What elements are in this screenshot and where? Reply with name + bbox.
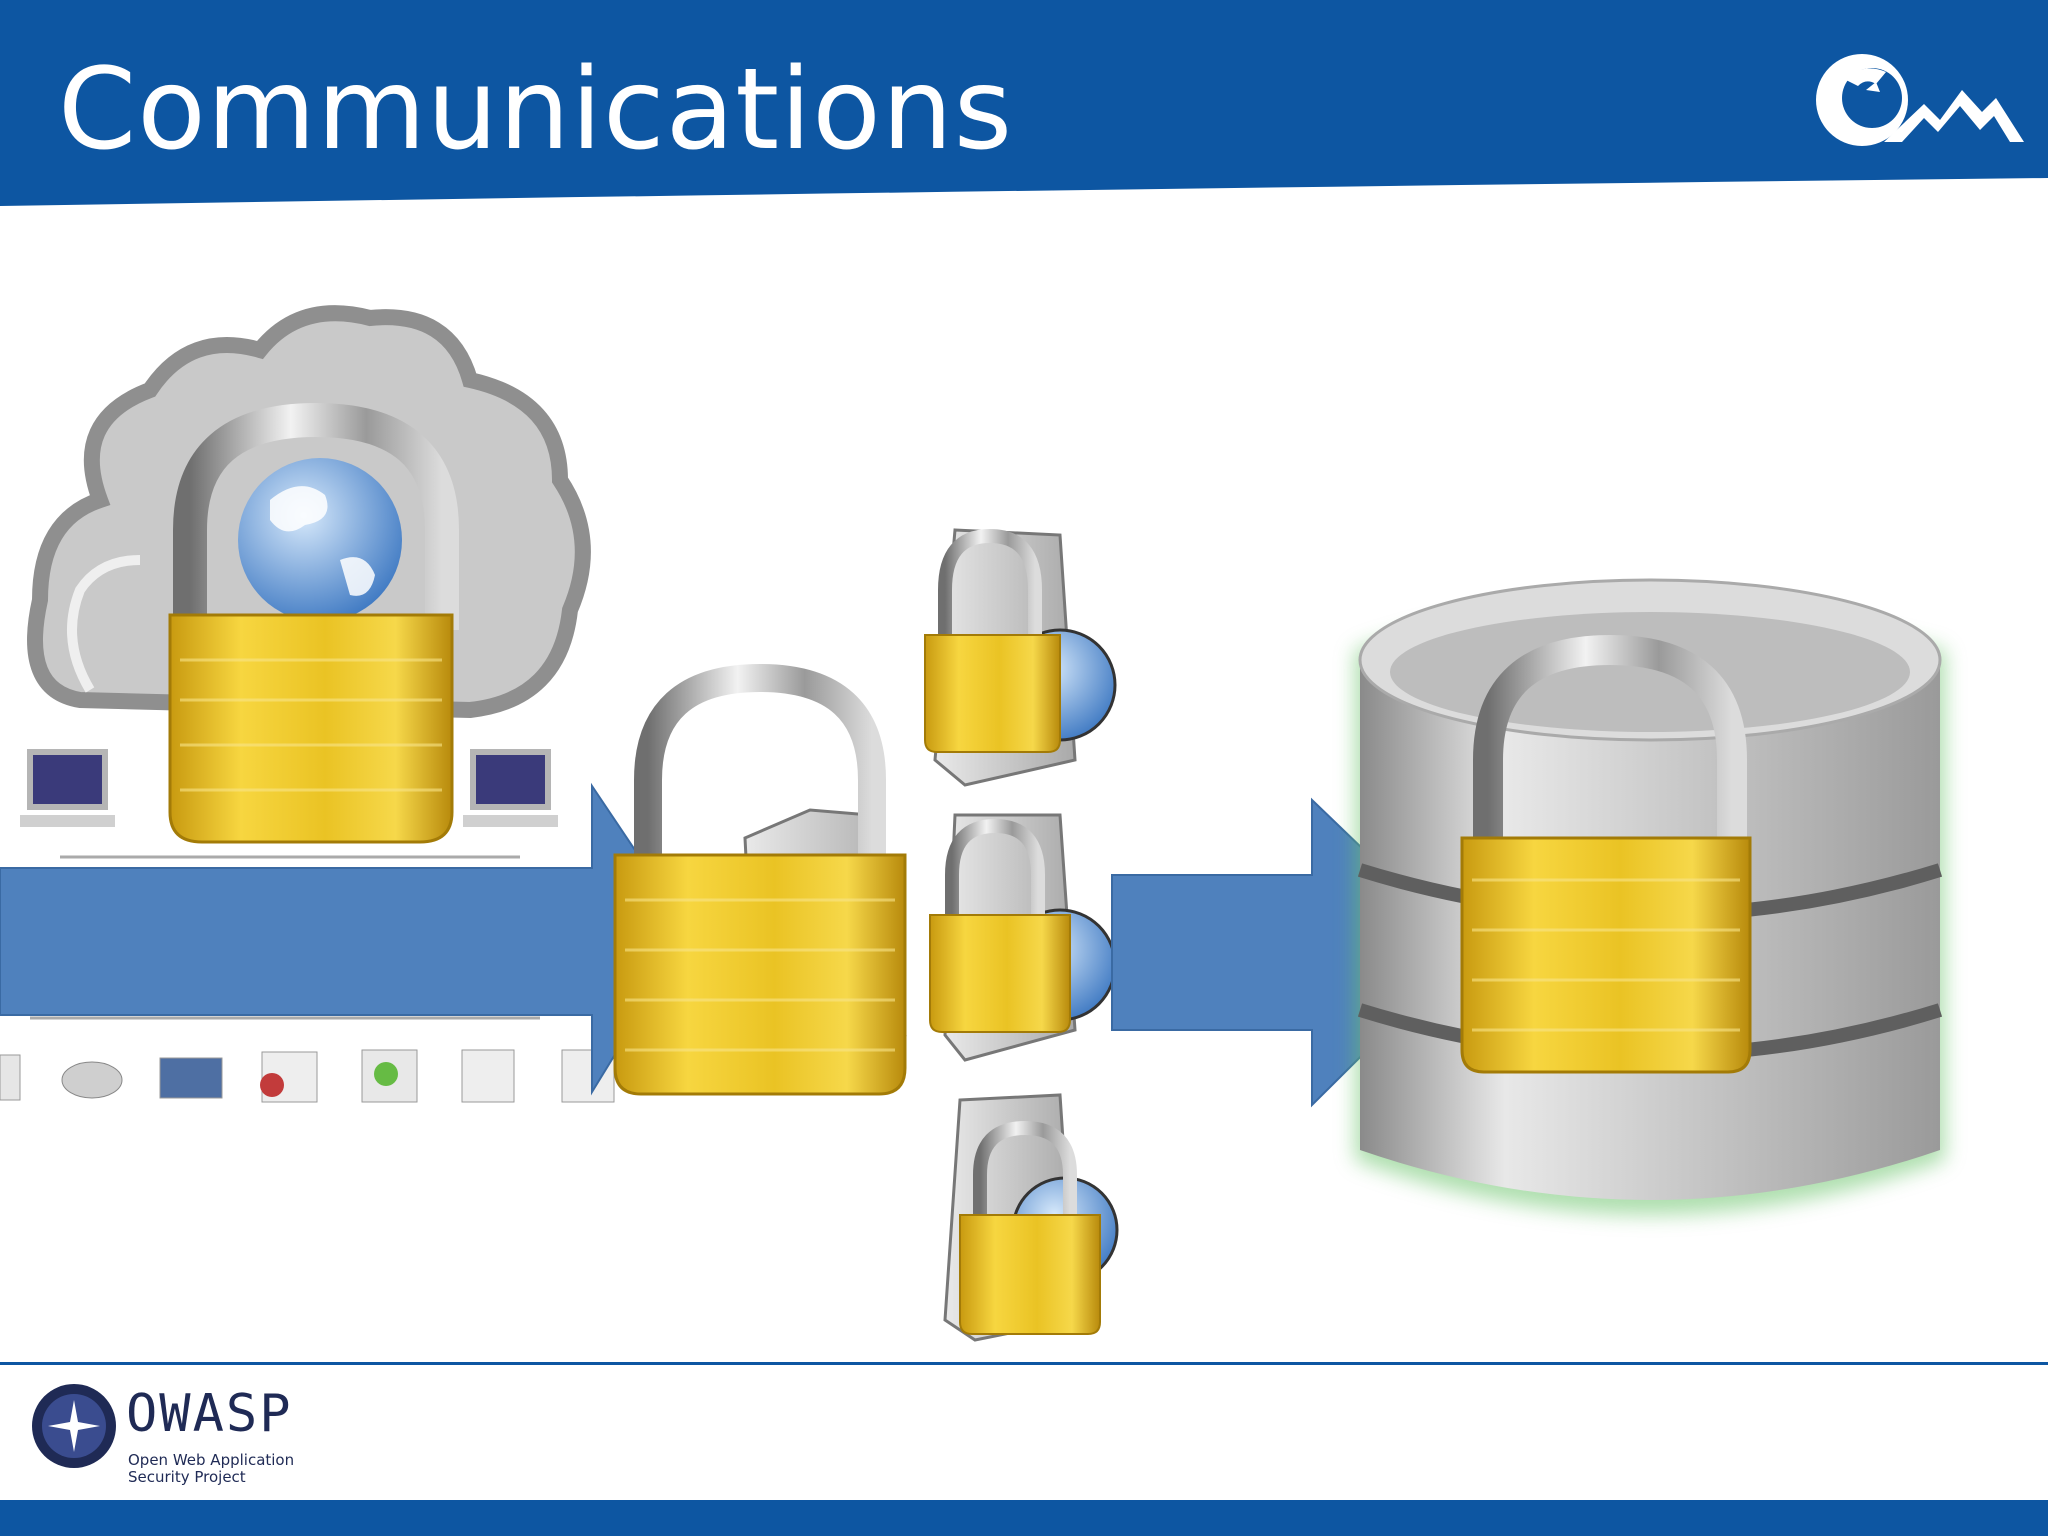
device-icons [0,1049,615,1103]
computer-icon [463,749,558,827]
mountain-logo-icon [1816,54,2024,146]
padlock-icon [168,402,459,844]
owasp-wordmark: OWASP [126,1384,293,1444]
owasp-logo: OWASP Open Web Application Security Proj… [28,1380,328,1500]
computer-icon [20,749,115,827]
slide-title: Communications [58,45,1014,175]
globe-icon [238,458,402,622]
header-band [0,0,2048,206]
padlock-icon [1460,634,1752,1074]
padlock-icon [929,818,1071,1033]
owasp-logo-icon [32,1384,116,1468]
padlock-icon [924,528,1061,753]
diagram-canvas [0,305,1945,1342]
footer-band [0,1500,2048,1536]
owasp-tagline-line1: Open Web Application [128,1451,295,1469]
padlock-icon [959,1120,1101,1335]
footer-rule [0,1362,2048,1365]
network-strip [0,749,615,1103]
padlock-icon [613,663,907,1096]
owasp-tagline-line2: Security Project [128,1468,246,1486]
